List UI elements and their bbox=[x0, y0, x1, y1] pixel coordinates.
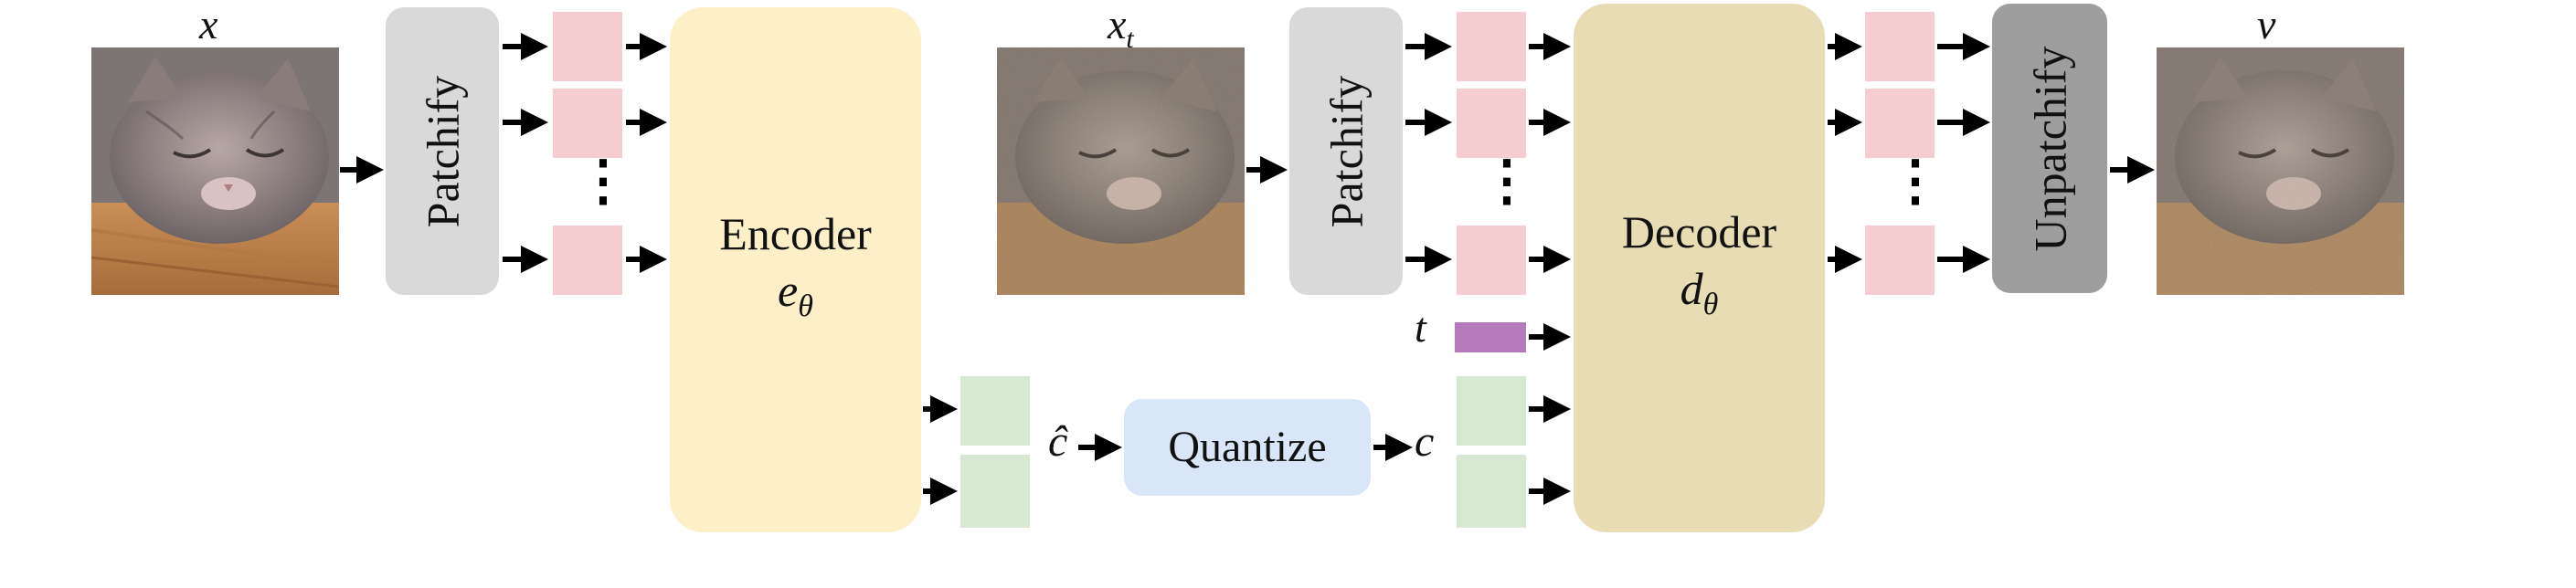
decoder-title: Decoder bbox=[1621, 205, 1777, 257]
unpatchify-block: Unpatchify bbox=[1992, 4, 2107, 293]
encoder-block: Encoder eθ bbox=[670, 7, 921, 532]
decoder-symbol: dθ bbox=[1680, 260, 1719, 333]
image-token bbox=[1457, 89, 1526, 158]
label-c-hat: ĉ bbox=[1048, 417, 1068, 466]
sleeping-cat-photo-icon bbox=[91, 47, 339, 295]
image-token bbox=[1457, 12, 1526, 81]
time-token bbox=[1455, 322, 1526, 352]
quantize-label: Quantize bbox=[1168, 423, 1327, 471]
label-xt: xt bbox=[1108, 0, 1134, 55]
image-token bbox=[553, 89, 622, 158]
label-c: c bbox=[1415, 417, 1435, 466]
input-image-xt bbox=[997, 47, 1245, 295]
latent-token bbox=[1457, 455, 1526, 528]
noisy-sleeping-cat-photo-icon bbox=[2157, 47, 2404, 295]
output-image-v bbox=[2157, 47, 2404, 295]
decoder-block: Decoder dθ bbox=[1574, 4, 1825, 532]
encoder-symbol-subscript: θ bbox=[798, 289, 813, 323]
patchify-block-1: Patchify bbox=[386, 7, 499, 295]
image-token bbox=[553, 12, 622, 81]
encoder-symbol-base: e bbox=[778, 264, 799, 316]
patchify-block-2: Patchify bbox=[1289, 7, 1403, 295]
image-token bbox=[553, 226, 622, 295]
latent-token bbox=[1457, 376, 1526, 446]
latent-token bbox=[960, 376, 1030, 446]
noisy-sleeping-cat-photo-icon bbox=[997, 47, 1245, 295]
label-t: t bbox=[1415, 304, 1426, 351]
quantize-block: Quantize bbox=[1124, 399, 1371, 496]
label-v: v bbox=[2257, 1, 2276, 47]
image-token bbox=[1865, 89, 1935, 158]
image-token bbox=[1865, 12, 1935, 81]
image-token bbox=[1865, 226, 1935, 295]
encoder-symbol: eθ bbox=[778, 262, 813, 335]
image-token bbox=[1457, 226, 1526, 295]
label-x: x bbox=[199, 1, 218, 47]
encoder-title: Encoder bbox=[719, 207, 872, 259]
decoder-symbol-base: d bbox=[1680, 262, 1703, 314]
label-xt-base: x bbox=[1108, 1, 1127, 47]
decoder-symbol-subscript: θ bbox=[1702, 287, 1719, 321]
input-image-x bbox=[91, 47, 339, 295]
latent-token bbox=[960, 455, 1030, 528]
label-xt-subscript: t bbox=[1126, 24, 1134, 55]
